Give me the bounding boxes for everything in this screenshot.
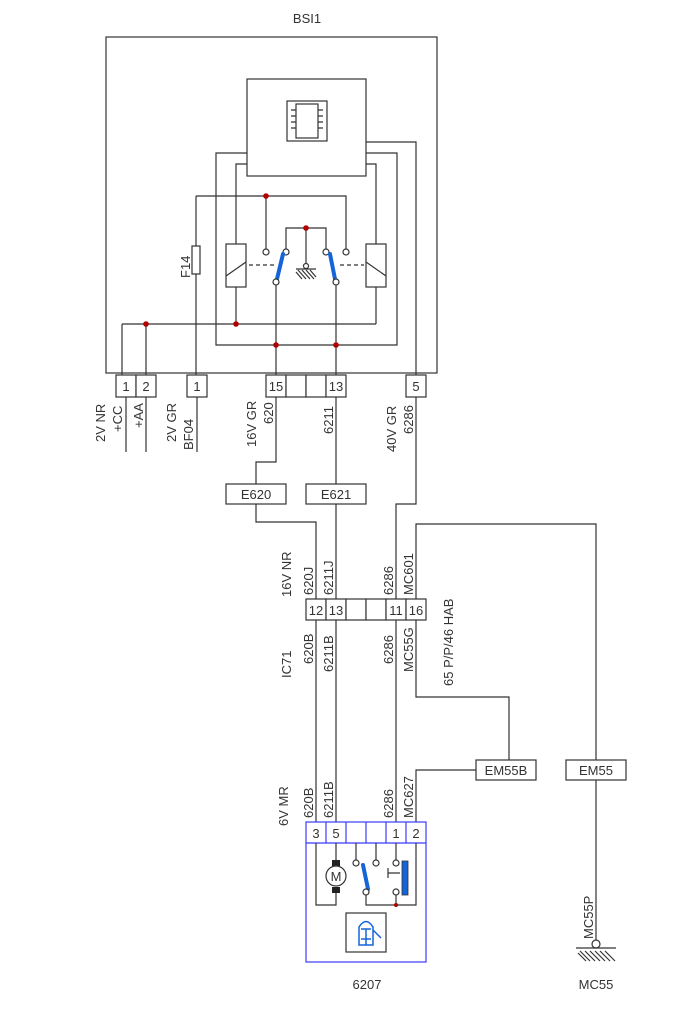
label-ic71-route_label: 65 P/P/46 HAB [441, 599, 456, 686]
label-ic71-bottom_labels-3: MC55G [401, 627, 416, 672]
component-6207: 3 5 1 2 M 6207 [305, 821, 427, 992]
label-motor_connector-pins-2: 1 [392, 826, 399, 841]
label-bsi_connector-wire_labels-0: 2V NR [93, 404, 108, 442]
ic71-connector: 12 13 11 16 [305, 598, 427, 621]
label-motor_connector-wire_labels-3: MC627 [401, 776, 416, 818]
external-wiring [125, 397, 597, 940]
label-ic71-top_labels-2: 6286 [381, 566, 396, 595]
splice-e620 [225, 483, 287, 505]
label-bsi_connector-pins-2: 1 [193, 379, 200, 394]
ic71-labels: 16V NR IC71 620J 6211J 6286 MC601 620B 6… [279, 551, 456, 686]
label-ic71-pins-1: 13 [329, 603, 343, 618]
label-bsi_connector-wire_labels-6: 620 [261, 402, 276, 424]
splice-em55 [565, 759, 627, 781]
label-bsi_connector-wire_labels-8: 40V GR [384, 406, 399, 452]
bsi-module [246, 78, 367, 177]
label-bsi_connector-pins-3: 15 [269, 379, 283, 394]
label-motor_connector-wire_labels-0: 620B [301, 788, 316, 818]
ground-icon [295, 262, 317, 280]
label-ic71-pins-0: 12 [309, 603, 323, 618]
label-ic71-housing: 16V NR [279, 551, 294, 597]
label-motor_connector-pins-3: 2 [412, 826, 419, 841]
label-bsi_connector-pins-1: 2 [142, 379, 149, 394]
label-bsi_connector-wire_labels-2: +AA [131, 403, 146, 428]
label-motor_connector-housing: 6V MR [276, 786, 291, 826]
label-splices-3: EM55 [579, 763, 613, 778]
bsi-box [105, 36, 438, 374]
label-motor_connector-wire_labels-1: 6211B [321, 781, 336, 818]
label-ground-wire_label: MC55P [581, 896, 596, 939]
label-ground-label: MC55 [579, 977, 614, 992]
label-splices-2: EM55B [485, 763, 528, 778]
relay-coil-left [225, 243, 247, 288]
label-motor_connector-motor_symbol: M [331, 869, 342, 884]
label-bsi_connector-wire_labels-4: BF04 [181, 419, 196, 450]
bsi-internal-wiring [121, 141, 417, 375]
motor-icon: M [325, 860, 347, 893]
bsi-wire-labels: 2V NR +CC +AA 2V GR BF04 16V GR 620 6211… [93, 401, 416, 452]
motor-switch-blade [361, 863, 370, 891]
label-motor_connector-pins-1: 5 [332, 826, 339, 841]
bsi-title: BSI1 [293, 11, 321, 26]
fuse-label: F14 [178, 256, 193, 278]
ground-mc55: MC55P MC55 [576, 896, 616, 992]
label-ic71-label: IC71 [279, 651, 294, 678]
splice-e621 [305, 483, 367, 505]
label-ic71-bottom_labels-0: 620B [301, 634, 316, 664]
bsi-connector: 1 2 1 15 13 5 [115, 374, 427, 398]
splice-em55b [475, 759, 537, 781]
label-ic71-bottom_labels-2: 6286 [381, 635, 396, 664]
relay-contact-right [328, 252, 337, 281]
label-motor_connector-component_label: 6207 [353, 977, 382, 992]
label-ic71-pins-2: 11 [389, 603, 403, 618]
label-splices-0: E620 [241, 487, 271, 502]
label-splices-1: E621 [321, 487, 351, 502]
motor-cam [401, 860, 409, 896]
label-ic71-bottom_labels-1: 6211B [321, 635, 336, 672]
label-ic71-top_labels-3: MC601 [401, 553, 416, 595]
label-bsi_connector-pins-0: 1 [122, 379, 129, 394]
label-motor_connector-pins-0: 3 [312, 826, 319, 841]
label-bsi_connector-pins-4: 13 [329, 379, 343, 394]
label-ic71-top_labels-0: 620J [301, 567, 316, 595]
relay-coil-right [365, 243, 387, 288]
label-bsi_connector-wire_labels-5: 16V GR [244, 401, 259, 447]
car-door-icon [358, 920, 382, 946]
label-bsi_connector-wire_labels-9: 6286 [401, 405, 416, 434]
label-ic71-pins-3: 16 [409, 603, 423, 618]
label-bsi_connector-wire_labels-3: 2V GR [164, 403, 179, 442]
motor-labels: 6V MR 620B 6211B 6286 MC627 [276, 776, 416, 826]
label-bsi_connector-pins-5: 5 [412, 379, 419, 394]
label-bsi_connector-wire_labels-1: +CC [110, 406, 125, 432]
label-ic71-top_labels-1: 6211J [321, 561, 336, 595]
chip-icon [286, 100, 328, 142]
fuse-f14 [191, 245, 201, 275]
relay-contact-left [275, 252, 285, 281]
label-bsi_connector-wire_labels-7: 6211 [321, 406, 336, 434]
label-motor_connector-wire_labels-2: 6286 [381, 789, 396, 818]
